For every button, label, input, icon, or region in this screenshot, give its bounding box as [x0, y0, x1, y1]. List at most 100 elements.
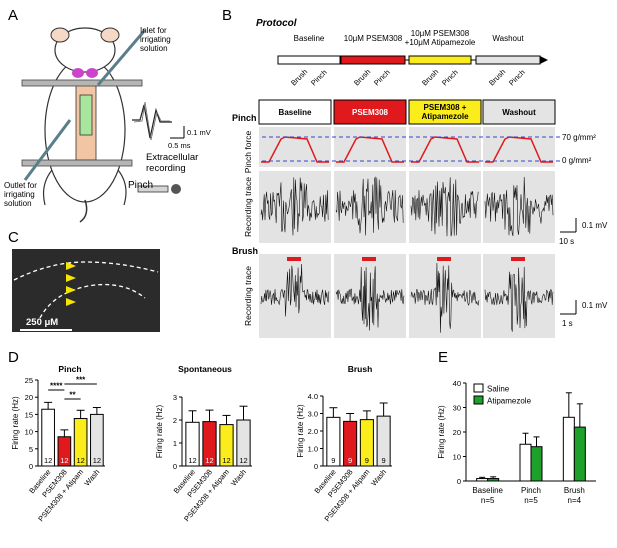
chart-title: Spontaneous	[178, 364, 232, 374]
protocol-title: Protocol	[256, 18, 297, 29]
scale-mv-2: 0.1 mV	[582, 301, 608, 310]
chart-title: Pinch	[58, 364, 81, 374]
category-label: Wash	[229, 468, 248, 488]
pinch-recording-trace	[335, 176, 404, 236]
bar-n-label: 12	[76, 456, 84, 465]
y-tick-label: 25	[25, 376, 33, 385]
arrowhead-3	[66, 286, 76, 294]
y-axis-label: Firing rate (Hz)	[296, 404, 305, 458]
legend-swatch	[473, 383, 484, 393]
condition-label: PSEM308	[352, 108, 389, 117]
bar	[562, 416, 575, 482]
bar-n-label: 12	[44, 456, 52, 465]
pinch-clamp	[137, 185, 169, 193]
panel-a-scale-mv: 0.1 mV	[187, 128, 211, 137]
stim-label: Pinch	[440, 68, 460, 88]
stereotaxic-bar-bottom	[21, 159, 133, 167]
outlet-label: Outlet for irrigating solution	[4, 181, 39, 208]
bar-n-label: 12	[205, 456, 213, 465]
y-tick-label: 5	[29, 445, 33, 454]
panel-letter-a: A	[8, 7, 18, 24]
brush-stim-marker	[362, 257, 376, 261]
y-tick-label: 0	[29, 462, 33, 471]
pinch-recording-bg	[334, 171, 406, 243]
extracellular-spike-trace-overlay	[133, 101, 170, 141]
stim-label: Pinch	[309, 68, 329, 88]
condition-label: Baseline	[279, 108, 312, 117]
rat-ear-right	[100, 27, 120, 43]
bar	[359, 419, 374, 467]
bar-n-label: 9	[382, 456, 386, 465]
bar	[57, 436, 72, 467]
legend-swatch	[473, 395, 484, 405]
rat-eye-left	[72, 68, 84, 78]
brush-recording-bg	[409, 254, 481, 338]
condition-box	[482, 99, 556, 125]
dorsal-horn-outline-outer	[13, 261, 159, 281]
category-n-label: n=5	[481, 496, 495, 505]
rat-illustration	[21, 27, 181, 223]
brush-recording-trace	[484, 266, 554, 332]
condition-box	[258, 99, 332, 125]
category-label: Pinch	[521, 486, 541, 495]
scale-s-2: 1 s	[562, 319, 573, 328]
chart-title: Brush	[348, 364, 373, 374]
pinch-recording-trace	[410, 177, 479, 237]
protocol-phase-label: 10μM PSEM308+10μM Atipamezole	[405, 29, 476, 47]
pinch-heading: Pinch	[232, 113, 257, 123]
y-axis-label: Firing rate (Hz)	[11, 396, 20, 450]
bar	[73, 418, 88, 467]
pinch-force-bg	[259, 127, 331, 167]
rat-head	[54, 27, 116, 73]
bar	[326, 416, 341, 467]
category-label: Wash	[369, 468, 388, 488]
brush-stim-marker	[511, 257, 525, 261]
pinch-force-axis-label: Pinch force	[243, 130, 253, 173]
protocol-phase-bar	[475, 55, 541, 65]
pinch-force-bg	[483, 127, 555, 167]
brush-recording-trace	[335, 266, 405, 331]
pinch-clamp-hinge	[171, 184, 181, 194]
brush-stim-marker	[287, 257, 301, 261]
protocol-phase-bar	[340, 55, 406, 65]
brush-heading: Brush	[232, 246, 258, 256]
category-label: Baseline	[472, 486, 503, 495]
y-tick-label: 2.0	[308, 427, 318, 436]
inlet-tube	[96, 29, 147, 86]
y-tick-label: 1	[173, 439, 177, 448]
protocol-phase-label: 10μM PSEM308	[344, 34, 403, 43]
histology-image	[12, 249, 160, 332]
protocol-phase-bar	[408, 55, 472, 65]
dorsal-horn-outline-inner	[39, 283, 146, 319]
brush-recording-trace	[260, 263, 330, 317]
significance-label: ****	[50, 382, 63, 391]
y-tick-label: 30	[453, 404, 461, 413]
bar	[185, 421, 200, 467]
category-label: Wash	[82, 468, 101, 488]
bar	[202, 421, 217, 467]
brush-recording-trace	[410, 262, 480, 333]
y-tick-label: 1.0	[308, 445, 318, 454]
scale-mv-1: 0.1 mV	[582, 221, 608, 230]
rat-tail	[79, 199, 88, 223]
arrowhead-4	[66, 298, 76, 306]
rat-eye-right	[86, 68, 98, 78]
condition-label: Washout	[502, 108, 536, 117]
arrowhead-1	[66, 262, 76, 270]
panel-letter-b: B	[222, 7, 232, 24]
recording-site	[79, 94, 93, 136]
pinch-recording-bg	[409, 171, 481, 243]
arrowhead-2	[66, 274, 76, 282]
pinch-recording-trace	[260, 177, 329, 236]
y-tick-label: 4.0	[308, 392, 318, 401]
y-axis-label: Firing rate (Hz)	[155, 404, 164, 458]
panel-a-scale-ms: 0.5 ms	[168, 141, 191, 150]
pinch-force-bg	[409, 127, 481, 167]
bar-n-label: 12	[60, 456, 68, 465]
legend-label: Atipamezole	[487, 397, 532, 406]
y-tick-label: 3	[173, 393, 177, 402]
bar	[476, 478, 489, 482]
